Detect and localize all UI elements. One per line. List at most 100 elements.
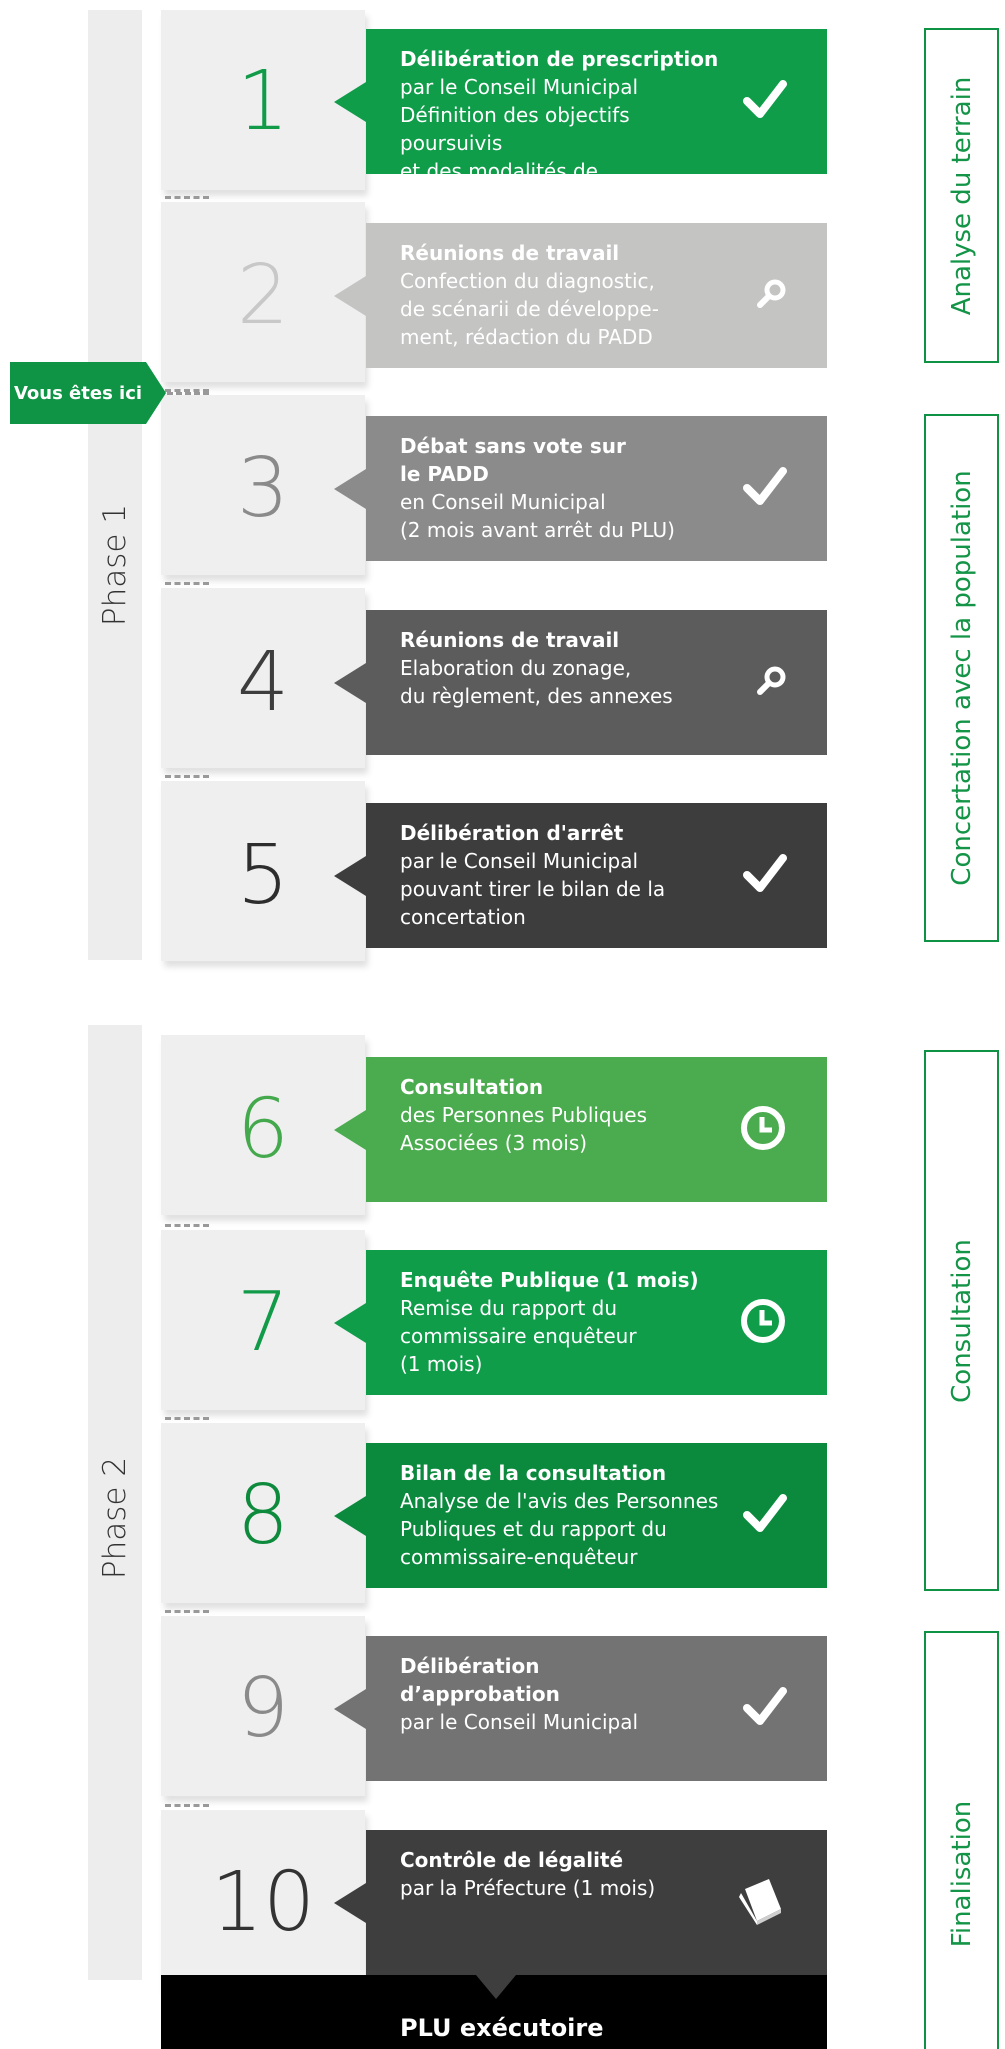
clock-icon	[739, 1104, 787, 1156]
step-description-line: par le Conseil Municipal	[400, 1710, 639, 1734]
step-description-line: Confection du diagnostic,	[400, 269, 655, 293]
step-separator	[165, 582, 209, 585]
step-title: Consultation	[400, 1075, 544, 1099]
stage-analyse-label: Analyse du terrain	[946, 76, 977, 315]
phase-1-band	[88, 10, 142, 960]
check-icon	[743, 465, 787, 513]
step-card-pointer	[334, 1495, 366, 1536]
step-description-line: Elaboration du zonage,	[400, 656, 632, 680]
check-icon	[743, 852, 787, 900]
step-number-panel: 7	[161, 1230, 365, 1410]
final-bar-notch	[476, 1975, 516, 1999]
step-card-text: Enquête Publique (1 mois)Remise du rappo…	[400, 1266, 720, 1378]
step-number-panel: 4	[161, 588, 365, 768]
step-card-pointer	[334, 1302, 366, 1343]
step-number-panel: 9	[161, 1616, 365, 1796]
stage-concertation: Concertation avec la population	[924, 414, 999, 942]
step-description-line: commissaire-enquêteur	[400, 1545, 638, 1569]
step-description-line: pouvant tirer le bilan de la	[400, 877, 666, 901]
step-description-line: ment, rédaction du PADD	[400, 325, 653, 349]
stage-concertation-label: Concertation avec la population	[946, 470, 977, 886]
step-card-pointer	[334, 81, 366, 122]
check-icon	[743, 1492, 787, 1540]
step-title: Enquête Publique (1 mois)	[400, 1268, 699, 1292]
step-number-panel: 3	[161, 395, 365, 575]
step-separator	[165, 196, 209, 199]
step-number-panel: 10	[161, 1810, 365, 1990]
step-number: 8	[236, 1468, 290, 1563]
step-title: Délibération d'arrêt	[400, 821, 624, 845]
step-number-panel: 5	[161, 781, 365, 961]
step-card-pointer	[334, 1109, 366, 1150]
step-card-pointer	[334, 1688, 366, 1729]
step-number: 7	[236, 1275, 290, 1370]
step-title: Contrôle de légalité	[400, 1848, 624, 1872]
step-card-pointer	[334, 1882, 366, 1923]
phase-2-label: Phase 2	[97, 1456, 133, 1580]
step-title: Réunions de travail	[400, 241, 620, 265]
step-title: Bilan de la consultation	[400, 1461, 667, 1485]
step-number: 6	[236, 1082, 290, 1177]
step-description-line: (1 mois)	[400, 1352, 483, 1376]
step-title-continued: le PADD	[400, 462, 489, 486]
you-are-here-label: Vous êtes ici	[13, 382, 143, 404]
step-card: Enquête Publique (1 mois)Remise du rappo…	[334, 1250, 827, 1395]
check-icon	[743, 1685, 787, 1733]
step-number: 3	[236, 441, 290, 536]
step-separator	[165, 389, 209, 392]
step-card-pointer	[334, 855, 366, 896]
step-separator	[165, 775, 209, 778]
step-number-panel: 8	[161, 1423, 365, 1603]
stage-consultation-label: Consultation	[946, 1238, 977, 1403]
step-card-text: Débat sans vote sur le PADD en Conseil Mun…	[400, 432, 720, 544]
step-number: 5	[236, 828, 290, 923]
step-title: Réunions de travail	[400, 628, 620, 652]
check-icon	[743, 78, 787, 126]
step-description-line: en Conseil Municipal	[400, 490, 606, 514]
step-card-text: Délibération de prescription par le Conse…	[400, 45, 720, 213]
step-number: 1	[236, 54, 290, 149]
clock-icon	[739, 1297, 787, 1349]
step-number-panel: 2	[161, 202, 365, 382]
stage-finalisation-label: Finalisation	[946, 1801, 977, 1948]
step-description-line: et des modalités de concertation	[400, 159, 598, 211]
final-label: PLU exécutoire	[400, 2014, 604, 2042]
step-description-line: de scénarii de développe-	[400, 297, 659, 321]
you-are-here-arrow	[146, 362, 166, 424]
step-description-line: (2 mois avant arrêt du PLU)	[400, 518, 675, 542]
step-card-pointer	[334, 275, 366, 316]
step-description-line: par le Conseil Municipal	[400, 75, 639, 99]
step-description-line: Publiques et du rapport du	[400, 1517, 667, 1541]
step-card-pointer	[334, 662, 366, 703]
step-number-panel: 1	[161, 10, 365, 190]
step-separator	[165, 1417, 209, 1420]
step-number: 2	[236, 248, 290, 343]
step-title: Débat sans vote sur	[400, 434, 626, 458]
step-title: Délibération de prescription	[400, 47, 719, 71]
stage-consultation: Consultation	[924, 1050, 999, 1591]
search-icon	[755, 278, 787, 314]
step-number-panel: 6	[161, 1035, 365, 1215]
stage-finalisation: Finalisation	[924, 1631, 999, 2049]
step-separator	[165, 1610, 209, 1613]
step-card-pointer	[334, 468, 366, 509]
step-description-line: concertation	[400, 905, 526, 929]
step-description-line: Définition des objectifs poursuivis	[400, 103, 630, 155]
step-separator	[165, 1804, 209, 1807]
step-card: Délibération de prescription par le Conse…	[334, 29, 827, 211]
you-are-here-dash	[167, 392, 209, 395]
step-number: 9	[236, 1661, 290, 1756]
step-title: Délibération	[400, 1654, 540, 1678]
step-card: Débat sans vote sur le PADD en Conseil Mun…	[334, 416, 827, 561]
phase-1-label: Phase 1	[97, 503, 133, 627]
step-description-line: du règlement, des annexes	[400, 684, 673, 708]
step-number: 4	[236, 635, 290, 730]
